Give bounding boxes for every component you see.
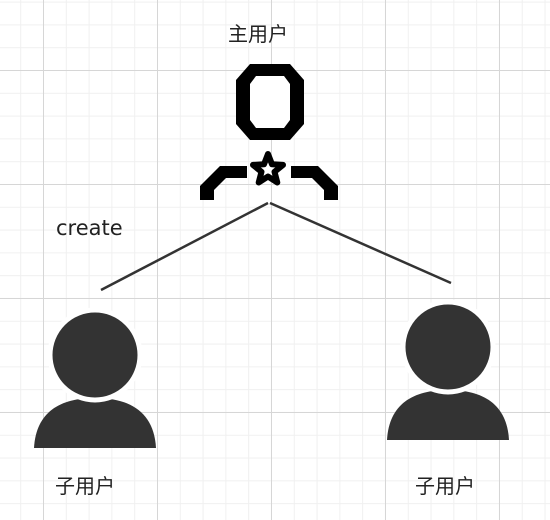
admin-left-shoulder <box>200 166 247 200</box>
admin-user-icon[interactable] <box>200 64 338 200</box>
sub-user-right-icon[interactable] <box>387 299 509 440</box>
admin-star-badge <box>250 151 286 186</box>
sub-user-right-label: 子用户 <box>415 474 475 498</box>
sub-user-right-body <box>387 390 509 440</box>
sub-user-left-icon[interactable] <box>34 307 156 448</box>
connector-line-right <box>269 201 452 285</box>
sub-user-left-body <box>34 398 156 448</box>
admin-head-hole <box>250 76 290 128</box>
sub-user-right-head <box>400 299 496 395</box>
connector-line-left <box>100 201 269 292</box>
sub-user-left-head <box>47 307 143 403</box>
admin-right-shoulder <box>291 166 338 200</box>
main-user-label: 主用户 <box>228 22 288 46</box>
edge-create-label: create <box>56 216 123 240</box>
sub-user-left-label: 子用户 <box>55 474 115 498</box>
